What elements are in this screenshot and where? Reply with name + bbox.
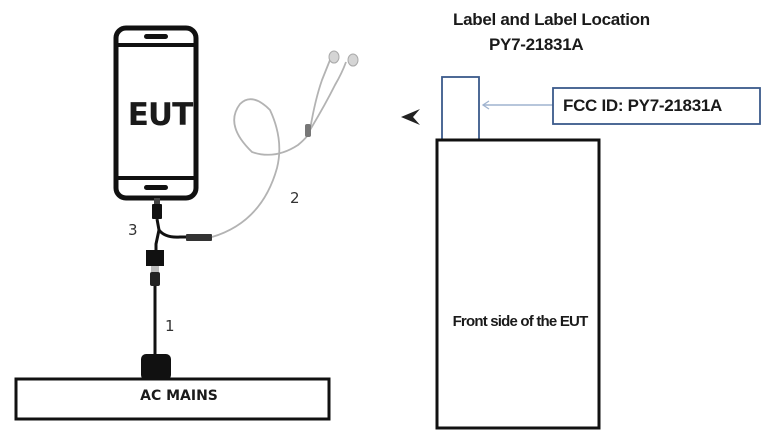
phone-icon — [113, 25, 199, 201]
earpiece-slot — [144, 34, 168, 39]
power-cable-plug — [150, 272, 160, 286]
front-side-label: Front side of the EUT — [452, 313, 589, 330]
adapter-cable — [154, 218, 188, 252]
fcc-id-text: FCC ID: PY7-21831A — [563, 96, 722, 115]
cable-label-3: 3 — [128, 221, 138, 239]
earbud-right-icon — [347, 53, 359, 67]
label-location-title: Label and Label Location — [453, 10, 650, 29]
usb-connector-icon — [152, 198, 162, 219]
audio-jack-icon — [186, 234, 212, 241]
arrowhead-icon — [401, 109, 420, 125]
eut-front-box — [435, 138, 601, 430]
cable-label-1: 1 — [165, 317, 175, 335]
home-button — [144, 185, 168, 190]
ac-mains-label: AC MAINS — [140, 388, 218, 404]
earbud-left-icon — [328, 50, 340, 64]
label-location-box — [441, 76, 480, 141]
pointer-arrow-icon — [481, 100, 490, 110]
fcc-id-box — [552, 87, 761, 125]
ac-mains-box — [14, 377, 331, 421]
earphone-icon — [211, 59, 347, 238]
cable-label-2: 2 — [290, 189, 300, 207]
label-location-subtitle: PY7-21831A — [489, 35, 584, 54]
eut-label: EUT — [127, 97, 194, 133]
earphone-control — [305, 124, 311, 137]
adapter-box-icon — [146, 250, 164, 266]
adapter-plug — [151, 266, 159, 272]
power-plug-icon — [141, 354, 171, 380]
